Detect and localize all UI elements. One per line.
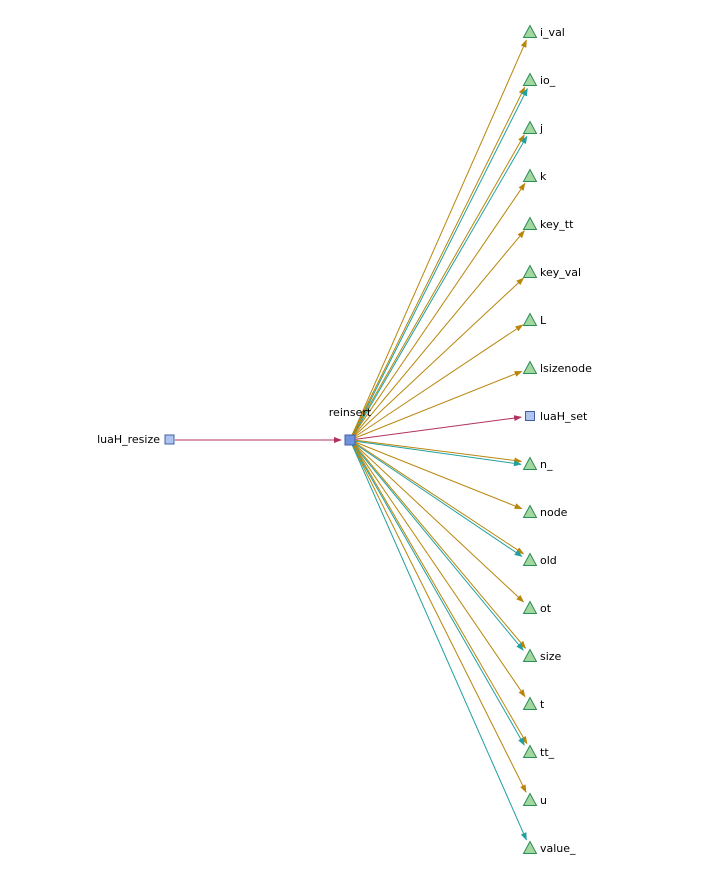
node-luah-set[interactable]: luaH_set — [525, 410, 589, 423]
node-label: u — [540, 794, 547, 807]
edge-read — [349, 439, 528, 745]
variable-node-icon — [522, 696, 538, 710]
node-key-tt[interactable]: key_tt — [522, 216, 575, 232]
edge-read — [349, 86, 526, 441]
edge-write — [349, 135, 528, 441]
variable-node-icon — [522, 24, 538, 38]
edge-write — [349, 439, 524, 651]
node-size[interactable]: size — [522, 648, 562, 664]
variable-node-icon — [522, 504, 538, 518]
node-label: L — [540, 314, 547, 327]
variable-node-icon — [522, 840, 538, 854]
node-label: node — [540, 506, 568, 519]
node-label-focus: reinsert — [329, 406, 372, 419]
node-label: t — [540, 698, 545, 711]
edge-write — [349, 439, 523, 557]
node-i-val[interactable]: i_val — [522, 24, 565, 40]
edge-write — [349, 87, 528, 441]
node-lsizenode[interactable]: lsizenode — [522, 360, 593, 376]
node-label: size — [540, 650, 562, 663]
node-old[interactable]: old — [522, 552, 557, 568]
node-n-[interactable]: n_ — [522, 456, 553, 472]
edge-write — [349, 439, 527, 841]
node-label: ot — [540, 602, 552, 615]
edges-layer — [175, 39, 528, 841]
variable-node-icon — [522, 312, 538, 326]
node-label: k — [540, 170, 547, 183]
edge-call — [349, 415, 523, 441]
function-node-icon — [344, 434, 356, 446]
node-node[interactable]: node — [522, 504, 568, 520]
edge-read — [349, 439, 527, 793]
variable-node-icon — [522, 648, 538, 662]
node-label: n_ — [540, 458, 553, 471]
variable-node-icon — [522, 216, 538, 230]
node-key-val[interactable]: key_val — [522, 264, 582, 280]
edge-read — [349, 439, 527, 649]
node-ot[interactable]: ot — [522, 600, 552, 616]
node-j[interactable]: j — [522, 120, 544, 136]
node-k[interactable]: k — [522, 168, 548, 184]
edge-write — [349, 439, 525, 746]
node-label: old — [540, 554, 557, 567]
edge-read — [349, 439, 523, 510]
node-caller[interactable]: luaH_resize — [97, 433, 175, 446]
edge-read — [349, 370, 523, 441]
node-label: j — [539, 122, 543, 135]
node-value-[interactable]: value_ — [522, 840, 577, 856]
edge-read — [349, 324, 524, 441]
edge-read — [349, 134, 525, 441]
edge-read — [349, 439, 525, 603]
node-u[interactable]: u — [522, 792, 547, 808]
node-tt-[interactable]: tt_ — [522, 744, 555, 760]
node-label-caller: luaH_resize — [97, 433, 160, 446]
variable-node-icon — [522, 792, 538, 806]
edge-read — [349, 439, 523, 464]
node-label: io_ — [540, 74, 556, 87]
node-label: value_ — [540, 842, 576, 855]
node-label: i_val — [540, 26, 565, 39]
edge-write — [349, 439, 522, 467]
node-focus[interactable]: reinsert — [329, 406, 372, 446]
function-node-icon — [164, 434, 175, 445]
node-t[interactable]: t — [522, 696, 546, 712]
variable-node-icon — [522, 600, 538, 614]
node-label: luaH_set — [540, 410, 588, 423]
edge-read — [349, 230, 525, 441]
edge-read — [349, 439, 526, 698]
node-label: lsizenode — [540, 362, 592, 375]
node-label: key_tt — [540, 218, 574, 231]
variable-node-icon — [522, 264, 538, 278]
node-label: key_val — [540, 266, 581, 279]
edge-read — [349, 277, 525, 441]
nodes-layer: luaH_resize reinsert i_val io_j k key_ttkey… — [97, 24, 593, 856]
node-label: tt_ — [540, 746, 555, 759]
variable-node-icon — [522, 360, 538, 374]
node-io-[interactable]: io_ — [522, 72, 556, 88]
node-l[interactable]: L — [522, 312, 548, 328]
edge-read — [349, 439, 525, 555]
variable-node-icon — [522, 552, 538, 566]
variable-node-icon — [522, 744, 538, 758]
edge-read — [349, 39, 527, 441]
variable-node-icon — [522, 72, 538, 86]
edge-read — [349, 182, 526, 441]
variable-node-icon — [522, 120, 538, 134]
variable-node-icon — [522, 168, 538, 182]
function-node-icon — [525, 411, 535, 421]
variable-node-icon — [522, 456, 538, 470]
